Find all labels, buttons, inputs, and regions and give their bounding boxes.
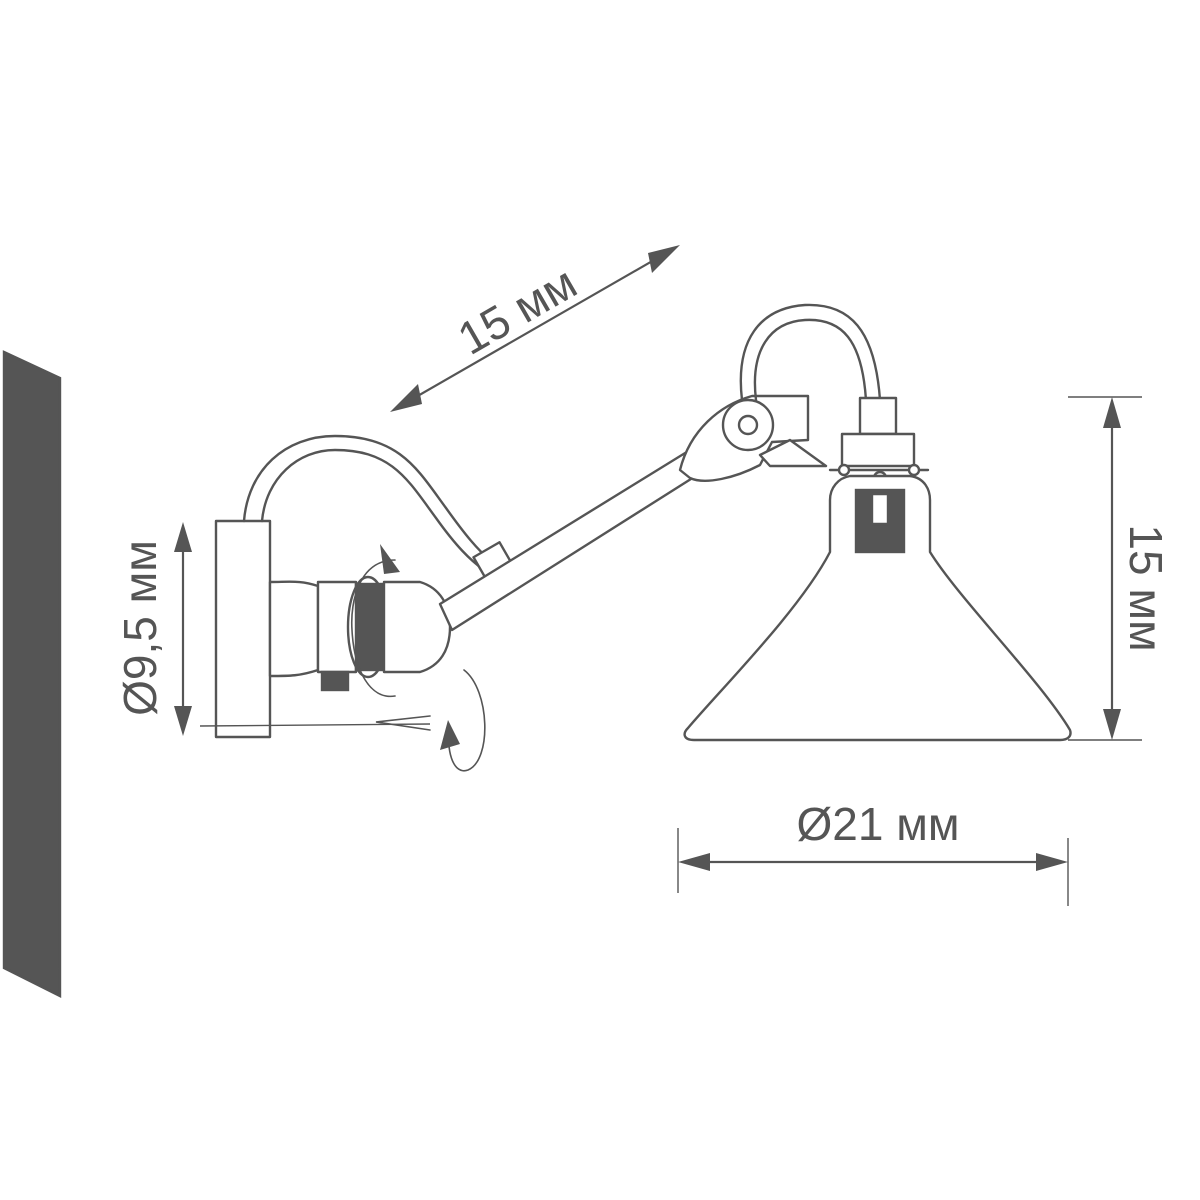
lamp-socket (828, 396, 930, 486)
lamp-arm (438, 448, 704, 632)
wall-joint (268, 544, 452, 698)
dimension-label-backplate: Ø9,5 мм (114, 540, 166, 716)
dimension-label-arm-length: 15 мм (449, 256, 585, 365)
dimension-backplate (174, 522, 486, 772)
wall (2, 350, 62, 998)
lamp-shade (683, 474, 1072, 742)
dimension-label-height: 15 мм (1120, 524, 1172, 651)
dimension-arm-length (390, 245, 680, 412)
dimension-label-shade: Ø21 мм (797, 798, 960, 850)
dimension-height (1068, 396, 1142, 741)
dimension-shade (677, 828, 1069, 906)
power-cable (242, 434, 514, 581)
backplate (214, 519, 272, 739)
elbow-joint (678, 394, 828, 482)
shade-cable (739, 303, 882, 402)
